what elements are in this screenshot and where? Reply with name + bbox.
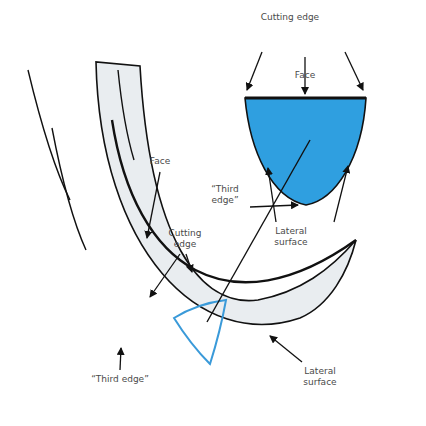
part-label: Face xyxy=(285,70,325,81)
part-label: “Third edge” xyxy=(200,184,250,206)
part-label: Lateral surface xyxy=(262,226,320,248)
part-label: Face xyxy=(140,156,180,167)
part-label: Cutting edge xyxy=(160,228,210,250)
part-label: Lateral surface xyxy=(290,366,350,388)
part-label: “Third edge” xyxy=(75,374,165,385)
cross-section-outline xyxy=(174,300,226,364)
cross-section-inset xyxy=(245,98,366,205)
part-label: Cutting edge xyxy=(250,12,330,23)
